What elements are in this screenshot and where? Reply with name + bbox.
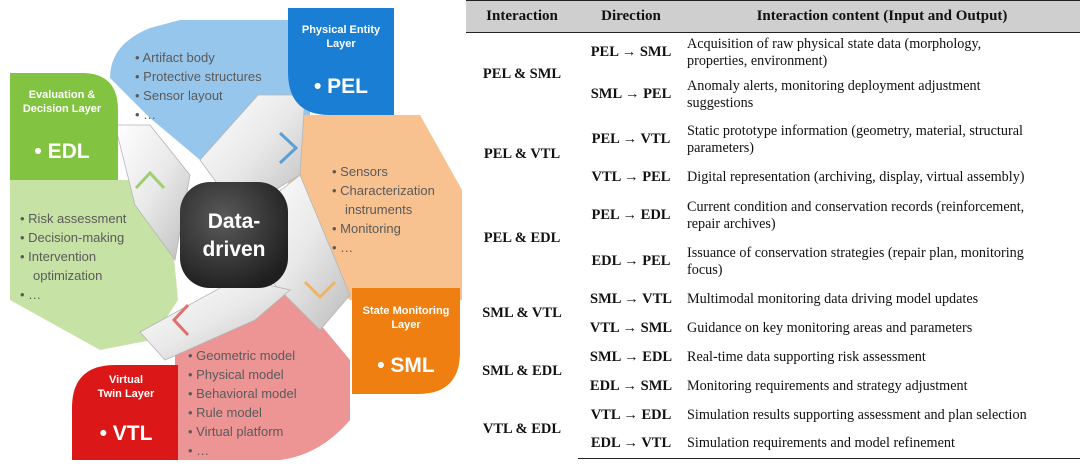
edl-name-line2: Decision Layer	[23, 103, 102, 115]
direction-cell: PEL → EDL	[591, 207, 671, 223]
table-row: VTL → PEL Digital representation (archiv…	[466, 163, 1080, 193]
direction-cell: VTL → SML	[589, 319, 673, 336]
table-header-row: Interaction Direction Interaction conten…	[466, 0, 1080, 33]
table-row: VTL & EDL VTL → EDL Simulation results s…	[466, 401, 1080, 438]
content-cell: Guidance on key monitoring areas and par…	[687, 319, 973, 336]
center-label-line2: driven	[202, 238, 265, 261]
vtl-badge	[72, 365, 178, 460]
chevron-down-icon	[303, 280, 337, 300]
interaction-table: Interaction Direction Interaction conten…	[466, 0, 1080, 459]
table-row: VTL → SML Guidance on key monitoring are…	[466, 314, 1080, 343]
vtl-item: • Geometric model	[188, 348, 295, 363]
vtl-item-list: • Geometric model • Physical model • Beh…	[188, 348, 297, 458]
table-row: PEL & VTL PEL → VTL Static prototype inf…	[466, 117, 1080, 163]
table-row: EDL → PEL Issuance of conservation strat…	[466, 239, 1080, 285]
table-row: PEL & SML PEL → SML Acquisition of raw p…	[466, 33, 1080, 83]
center-label-line1: Data-	[208, 210, 261, 233]
interaction-table-container: Interaction Direction Interaction conten…	[466, 0, 1080, 470]
pel-item: • Protective structures	[135, 69, 262, 84]
layer-diagram: Data- driven Physical Entity Layer • PEL…	[10, 8, 462, 460]
sml-item: instruments	[345, 202, 413, 217]
content-cell: Current condition and conservation recor…	[687, 198, 1025, 232]
content-cell: Multimodal monitoring data driving model…	[687, 290, 979, 307]
pel-abbr: • PEL	[314, 75, 368, 98]
sml-item: • Monitoring	[332, 221, 401, 236]
pel-petal	[110, 20, 310, 170]
direction-cell: SML → VTL	[590, 290, 672, 307]
table-row: SML & VTL SML → VTL Multimodal monitorin…	[466, 285, 1080, 322]
vtl-item: • …	[188, 443, 209, 458]
header-interaction: Interaction	[466, 0, 578, 33]
edl-name-line1: Evaluation &	[29, 89, 96, 101]
edl-item: • Intervention	[20, 249, 96, 264]
table-row: EDL → VTL Simulation requirements and mo…	[466, 429, 1080, 459]
content-cell: Monitoring requirements and strategy adj…	[687, 377, 968, 394]
vtl-item: • Behavioral model	[188, 386, 297, 401]
table-row: PEL & EDL PEL → EDL Current condition an…	[466, 193, 1080, 247]
chevron-right-icon	[278, 131, 299, 165]
edl-badge	[10, 73, 118, 180]
edl-item: optimization	[33, 268, 102, 283]
chevron-left-icon	[171, 303, 190, 337]
pel-badge	[288, 8, 394, 115]
direction-cell: VTL → PEL	[591, 169, 671, 185]
table-row: SML & EDL SML → EDL Real-time data suppo…	[466, 343, 1080, 380]
sml-item: • …	[332, 240, 353, 255]
chevron-up-icon	[134, 170, 166, 190]
pel-item: • …	[135, 107, 156, 122]
direction-cell: SML → EDL	[589, 348, 673, 365]
sml-item: • Sensors	[332, 164, 388, 179]
content-cell: Acquisition of raw physical state data (…	[687, 35, 982, 69]
direction-cell: PEL → VTL	[591, 131, 671, 147]
edl-item: • Risk assessment	[20, 211, 127, 226]
edl-abbr: • EDL	[34, 140, 89, 163]
sml-badge	[352, 288, 460, 394]
content-cell: Digital representation (archiving, displ…	[687, 169, 1025, 185]
sml-item-list: • Sensors • Characterization instruments…	[332, 164, 435, 255]
table-row: SML → PEL Anomaly alerts, monitoring dep…	[466, 73, 1080, 117]
interaction-cell: PEL & EDL	[483, 230, 561, 246]
pel-name-line2: Layer	[326, 38, 356, 50]
direction-cell: EDL → PEL	[591, 253, 671, 269]
vtl-item: • Rule model	[188, 405, 262, 420]
pel-item: • Sensor layout	[135, 88, 223, 103]
direction-cell: EDL → SML	[589, 377, 673, 394]
interaction-cell: PEL & SML	[482, 66, 562, 83]
sml-item: • Characterization	[332, 183, 435, 198]
header-direction: Direction	[578, 0, 684, 33]
vtl-abbr: • VTL	[100, 422, 153, 445]
table-row: EDL → SML Monitoring requirements and st…	[466, 372, 1080, 401]
interaction-cell: SML & EDL	[482, 363, 562, 379]
pel-item-list: • Artifact body • Protective structures …	[135, 50, 262, 122]
edl-item: • Decision-making	[20, 230, 124, 245]
direction-cell: EDL → VTL	[578, 429, 684, 459]
pel-name-line1: Physical Entity	[302, 24, 381, 36]
header-content: Interaction content (Input and Output)	[684, 0, 1080, 33]
direction-cell: SML → PEL	[590, 86, 672, 102]
content-cell: Simulation results supporting assessment…	[687, 406, 1027, 423]
edl-petal	[10, 180, 178, 350]
content-cell: Anomaly alerts, monitoring deployment ad…	[687, 77, 981, 111]
edl-item-list: • Risk assessment • Decision-making • In…	[20, 211, 127, 302]
interaction-cell: SML & VTL	[482, 305, 562, 321]
content-cell: Simulation requirements and model refine…	[684, 429, 1080, 459]
sml-abbr: • SML	[377, 354, 435, 377]
direction-cell: VTL → EDL	[590, 406, 672, 423]
direction-cell: PEL → SML	[590, 44, 672, 61]
vtl-item: • Physical model	[188, 367, 284, 382]
content-cell: Issuance of conservation strategies (rep…	[687, 244, 1024, 278]
vtl-name-line2: Twin Layer	[98, 388, 155, 400]
sml-name-line2: Layer	[391, 319, 421, 331]
interaction-cell: PEL & VTL	[483, 146, 561, 162]
vtl-item: • Virtual platform	[188, 424, 283, 439]
content-cell: Real-time data supporting risk assessmen…	[687, 348, 926, 365]
sml-name-line1: State Monitoring	[363, 305, 450, 317]
table-body: PEL & SML PEL → SML Acquisition of raw p…	[466, 33, 1080, 459]
interaction-cell: VTL & EDL	[482, 421, 562, 437]
pel-item: • Artifact body	[135, 50, 215, 65]
content-cell: Static prototype information (geometry, …	[687, 122, 1023, 156]
edl-item: • …	[20, 287, 41, 302]
vtl-name-line1: Virtual	[109, 374, 143, 386]
center-node	[180, 182, 288, 288]
